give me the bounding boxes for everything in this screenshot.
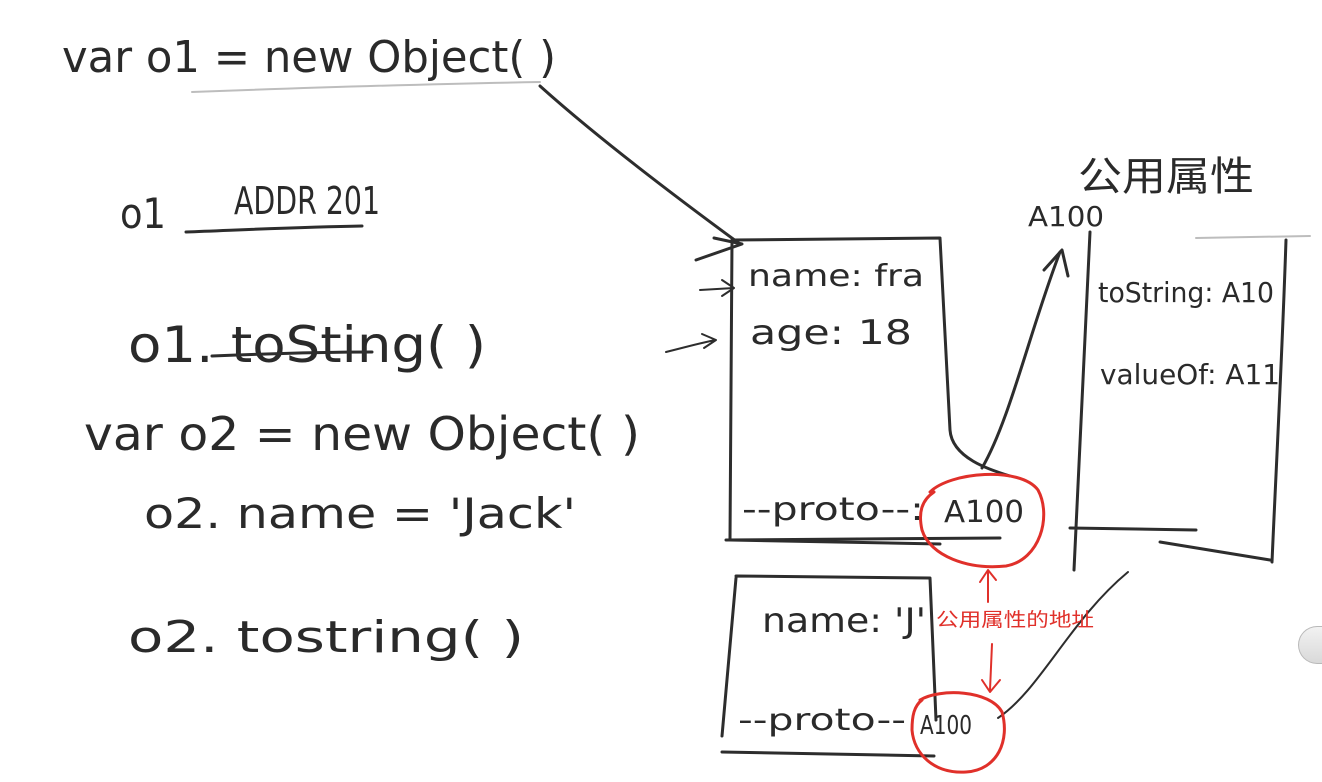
code-line-1: var o1 = new Object( ) <box>62 32 556 83</box>
annotation-text: 公用属性的地址 <box>936 609 1094 631</box>
o1-field-name: name: fra <box>748 259 924 294</box>
shared-field-valueof: valueOf: A11 <box>1100 358 1280 391</box>
proto-arrow-o1-head <box>1042 248 1070 278</box>
code-line-6: o2. tostring( ) <box>128 612 524 663</box>
code-line-3-underline <box>210 350 374 358</box>
object-box-o2 <box>720 574 938 758</box>
object-box-o1-bottom <box>724 536 1002 542</box>
code-line-2-var: o1 <box>120 189 166 238</box>
o2-proto-label: --proto-- <box>738 703 906 738</box>
pointer-arrow-2 <box>665 333 717 353</box>
code-line-1-underline <box>191 81 541 93</box>
red-circle-o2-proto <box>910 691 1006 774</box>
shared-heading: 公用属性 <box>1078 154 1254 200</box>
code-line-3: o1. toSting( ) <box>128 316 486 374</box>
shared-field-tostring: toString: A10 <box>1098 276 1274 309</box>
shared-box-top <box>1195 235 1311 239</box>
proto-arrow-o2 <box>997 571 1129 719</box>
code-line-5: o2. name = 'Jack' <box>144 489 576 538</box>
code-line-4: var o2 = new Object( ) <box>84 407 640 461</box>
red-circle-o1-proto <box>919 472 1046 569</box>
o1-field-age: age: 18 <box>750 313 912 353</box>
o2-field-name: name: 'J' <box>762 601 926 641</box>
pointer-arrow-1 <box>699 279 735 297</box>
o1-proto-addr: A100 <box>944 495 1024 530</box>
shared-box <box>1068 230 1288 572</box>
reference-arrow-o1 <box>538 84 742 246</box>
red-arrow-down <box>981 643 1001 693</box>
o1-proto-label: --proto--: <box>742 490 924 528</box>
reference-arrow-o1-head <box>694 236 744 262</box>
shared-address: A100 <box>1028 200 1104 233</box>
proto-arrow-o1 <box>980 250 1062 470</box>
code-line-2-underline <box>184 224 364 234</box>
o2-proto-addr: A100 <box>920 711 972 741</box>
code-line-2-addr: ADDR 201 <box>234 179 380 223</box>
red-arrow-up <box>979 569 997 603</box>
